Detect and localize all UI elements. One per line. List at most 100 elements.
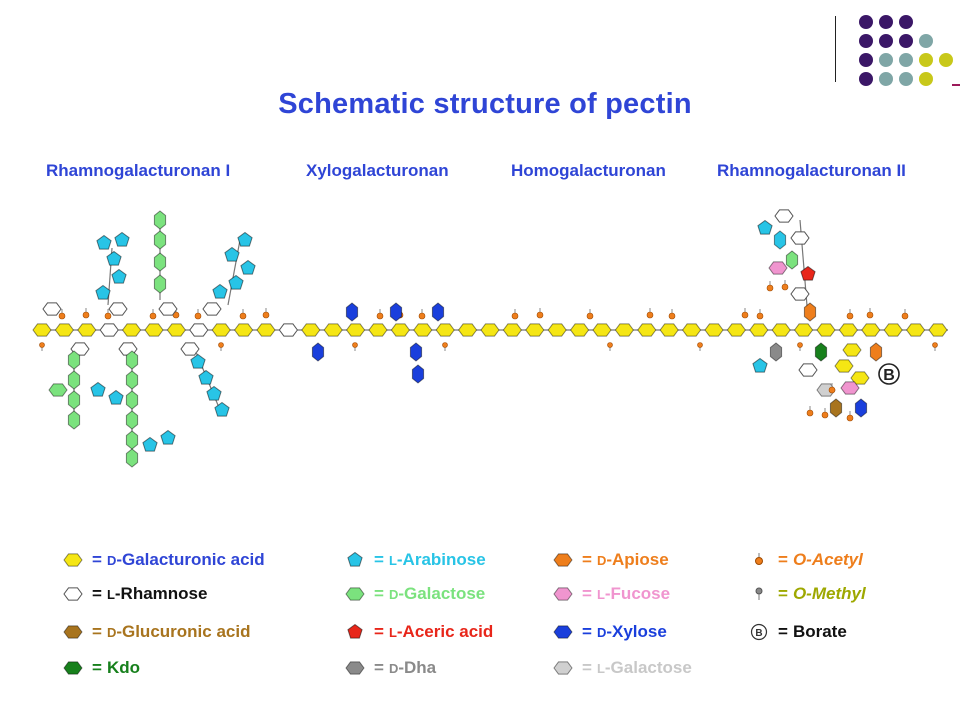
- methyl-group: [797, 342, 803, 348]
- section-label-homogalacturonan: Homogalacturonan: [511, 161, 666, 180]
- galacturonic-acid-unit: [144, 323, 164, 337]
- acetyl-group: [376, 312, 384, 320]
- xylose-unit: [409, 342, 423, 362]
- legend-name: -Aceric acid: [396, 622, 494, 641]
- page-title: Schematic structure of pectin: [278, 88, 692, 120]
- galactose-unit: [125, 410, 139, 430]
- xylose-unit: [345, 302, 359, 322]
- legend-equals: =: [374, 622, 384, 641]
- decorative-dot: [879, 72, 893, 86]
- galactose-symbol: [345, 587, 365, 601]
- legend-label: =D-Galacturonic acid: [92, 550, 265, 570]
- apiose-unit: [869, 342, 883, 362]
- glucuronic-symbol: [63, 625, 83, 639]
- galactose-unit: [48, 383, 68, 397]
- acetyl-group: [756, 312, 764, 320]
- legend-label: =O-Methyl: [778, 584, 866, 604]
- rhamnose-unit: [790, 287, 810, 301]
- rhamnose-unit: [158, 302, 178, 316]
- methyl-legend-icon: [755, 587, 763, 595]
- legend-name: -Methyl: [806, 584, 866, 603]
- galacturonic-acid-unit: [816, 323, 836, 337]
- methyl-symbol: [755, 587, 763, 600]
- legend-equals: =: [582, 550, 592, 569]
- legend-name: Kdo: [106, 658, 140, 677]
- decorative-dot: [859, 72, 873, 86]
- fucose-symbol: [553, 587, 573, 601]
- galacturonic-acid-unit: [704, 323, 724, 337]
- decorative-dots: [859, 15, 953, 86]
- galacturonic-acid-unit: [637, 323, 657, 337]
- galactose-unit: [67, 350, 81, 370]
- acetyl-group: [511, 312, 519, 320]
- arabinose-unit: [214, 401, 230, 417]
- acetyl-group: [194, 312, 202, 320]
- apiose-symbol: [553, 553, 573, 567]
- arabinose-unit: [111, 268, 127, 284]
- decorative-dot: [899, 34, 913, 48]
- linkage-bond: [227, 239, 241, 306]
- galacturonic-legend-icon: [63, 553, 83, 567]
- legend-name: -Dha: [398, 658, 437, 677]
- rhamnose-unit: [790, 231, 810, 245]
- decorative-dot: [859, 34, 873, 48]
- section-label-rg2: Rhamnogalacturonan II: [717, 161, 906, 180]
- legend-label: =L-Galactose: [582, 658, 692, 678]
- decorative-dot: [879, 15, 893, 29]
- legend-name: -Fucose: [604, 584, 671, 603]
- arabinose-unit: [106, 250, 122, 266]
- arabinose-unit: [773, 230, 787, 250]
- legend-label: =D-Galactose: [374, 584, 485, 604]
- galacturonic-acid-unit: [390, 323, 411, 337]
- legend-equals: =: [582, 622, 592, 641]
- xylose-symbol: [553, 625, 573, 639]
- arabinose-unit: [752, 357, 768, 373]
- aceric-acid-unit: [800, 265, 816, 281]
- galacturonic-acid-unit: [861, 323, 881, 337]
- galacturonic-acid-unit: [457, 323, 478, 337]
- legend-equals: =: [92, 658, 102, 677]
- rhamnose-unit: [798, 363, 818, 377]
- decorative-dot: [939, 53, 953, 67]
- galactose-unit: [125, 430, 139, 450]
- borate-symbol: B: [750, 623, 768, 641]
- methyl-group: [607, 342, 613, 348]
- acetyl-legend-icon: [755, 557, 763, 565]
- galactose-unit: [153, 274, 167, 294]
- rhamnose-unit: [774, 209, 794, 223]
- legend-name: -Acetyl: [806, 550, 863, 569]
- rhamnose-unit: [278, 323, 299, 337]
- fucose-unit: [840, 381, 860, 395]
- legend-prefix: O: [792, 584, 807, 603]
- rhamnose-unit: [202, 302, 222, 316]
- legend-label: =O-Acetyl: [778, 550, 863, 570]
- aceric-symbol: [347, 623, 363, 639]
- galacturonic-acid-unit: [547, 323, 567, 337]
- rhamnose-unit: [42, 302, 62, 316]
- decorative-dot: [899, 72, 913, 86]
- decorative-dot: [859, 15, 873, 29]
- xylose-legend-icon: [553, 625, 573, 639]
- galacturonic-acid-unit: [121, 323, 142, 337]
- methyl-group: [442, 342, 448, 348]
- legend-label: =D-Apiose: [582, 550, 669, 570]
- acetyl-group: [149, 312, 157, 320]
- acetyl-group: [536, 311, 544, 319]
- galactose-unit: [153, 252, 167, 272]
- dha-legend-icon: [345, 661, 365, 675]
- acetyl-group: [806, 409, 814, 417]
- legend-name: Borate: [792, 622, 847, 641]
- legend-equals: =: [92, 550, 102, 569]
- rhamnose-unit: [99, 323, 119, 337]
- legend-equals: =: [92, 584, 102, 603]
- galacturonic-acid-unit: [793, 323, 814, 337]
- galacturonic-acid-unit: [54, 323, 75, 337]
- lgalactose-legend-icon: [553, 661, 573, 675]
- legend-name: -Apiose: [606, 550, 669, 569]
- galacturonic-acid-unit: [905, 323, 926, 337]
- galacturonic-acid-unit: [502, 323, 523, 337]
- galactose-unit: [785, 250, 799, 270]
- acetyl-group: [781, 283, 789, 291]
- decorative-dot: [879, 53, 893, 67]
- acetyl-group: [821, 411, 829, 419]
